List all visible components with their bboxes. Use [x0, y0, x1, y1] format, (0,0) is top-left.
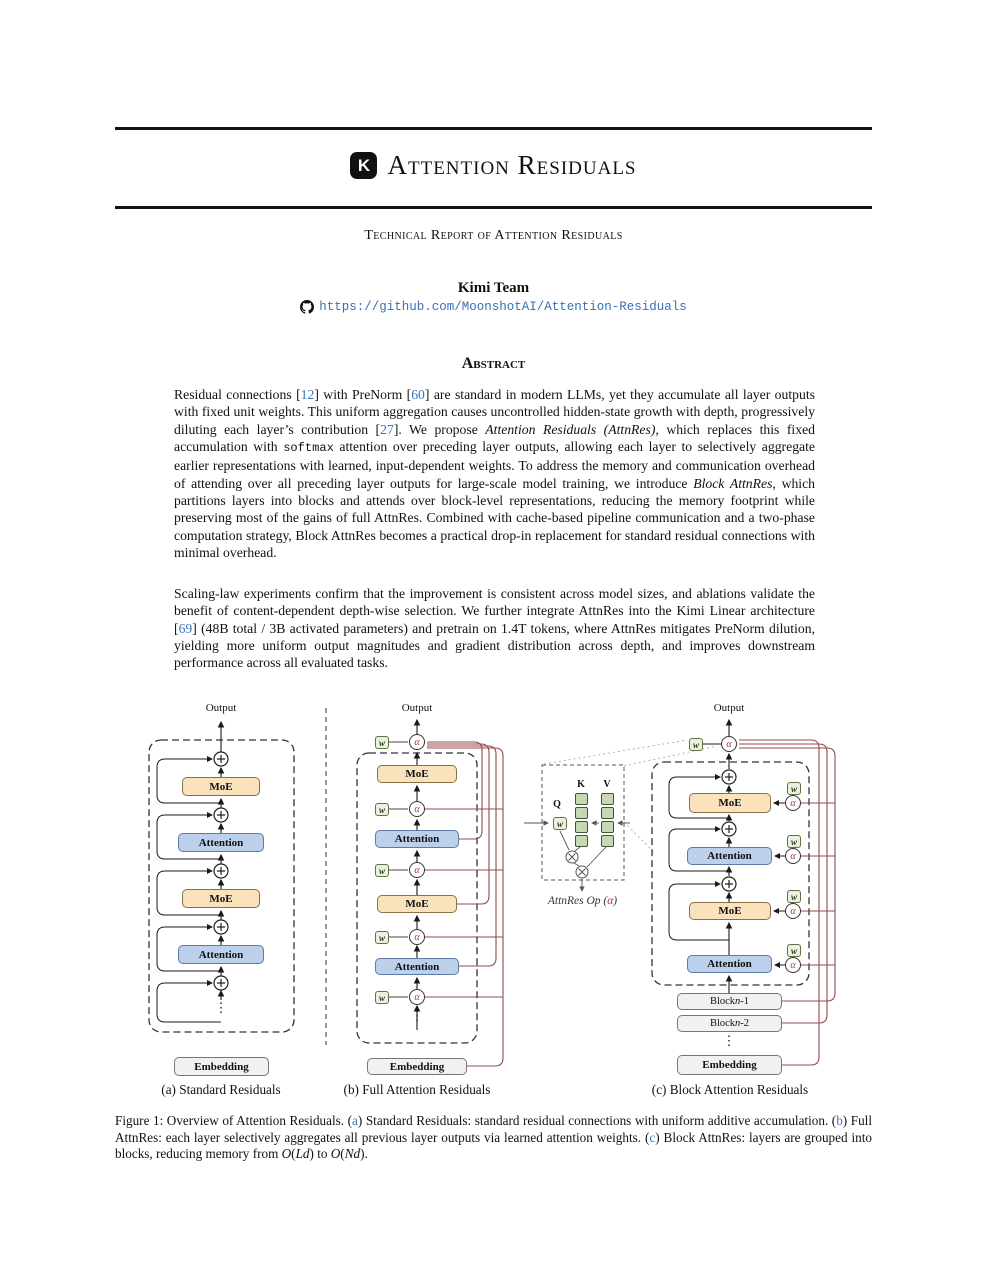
- panel-c-alpha-op-top: α: [721, 736, 737, 752]
- abstract-paragraph-2: Scaling-law experiments confirm that the…: [174, 586, 815, 671]
- figure-connectors: [148, 708, 836, 1067]
- value-cell: [601, 835, 614, 847]
- panel-a-ellipsis: ⋮: [214, 1000, 228, 1015]
- value-cell: [601, 821, 614, 833]
- panel-b-attention-1: Attention: [375, 830, 459, 848]
- panel-b-w-chip-3: w: [375, 931, 389, 944]
- panel-b-caption: (b) Full Attention Residuals: [343, 1082, 491, 1097]
- title-row: K Attention Residuals: [0, 150, 987, 181]
- panel-c-w-chip-top: w: [689, 738, 703, 751]
- panel-c-add-nodes: [721, 769, 737, 892]
- paper-title: Attention Residuals: [387, 150, 637, 180]
- panel-b-residual-lines: [425, 741, 504, 1067]
- panel-c-ellipsis: ⋮: [722, 1033, 736, 1048]
- bottom-title-rule: [115, 206, 872, 209]
- panel-b-alpha-op-4: α: [409, 989, 425, 1005]
- panel-c-dashed-box: [651, 761, 810, 986]
- figure-1: Output MoE Attention MoE Attention ⋮ Emb…: [112, 700, 876, 1112]
- figure-1-caption: Figure 1: Overview of Attention Residual…: [115, 1113, 872, 1162]
- panel-c-attention-2: Attention: [687, 955, 772, 973]
- panel-b-output-label: Output: [401, 702, 433, 714]
- panel-c-output-label: Output: [713, 702, 745, 714]
- panel-c-block-n2: Block n-2: [677, 1015, 782, 1032]
- panel-c-alpha-op-2: α: [785, 848, 801, 864]
- zoom-callout-lines: [543, 739, 718, 853]
- panel-c-alpha-op-1: α: [785, 795, 801, 811]
- key-cell: [575, 793, 588, 805]
- key-cell: [575, 821, 588, 833]
- panel-c-attention-1: Attention: [687, 847, 772, 865]
- panel-b-alpha-op-top: α: [409, 734, 425, 750]
- panel-c-embedding: Embedding: [677, 1055, 782, 1075]
- panel-c-caption: (c) Block Attention Residuals: [651, 1082, 809, 1097]
- panel-b-moe-1: MoE: [377, 765, 457, 783]
- panel-c-alpha-op-3: α: [785, 903, 801, 919]
- query-w-chip: w: [553, 817, 567, 830]
- panel-c-alpha-to-layer: [703, 743, 785, 968]
- repo-row: https://github.com/MoonshotAI/Attention-…: [0, 300, 987, 314]
- panel-c-block-n1: Block n-1: [677, 993, 782, 1010]
- panel-b-w-chip-1: w: [375, 803, 389, 816]
- key-label: K: [577, 779, 585, 790]
- panel-c-alpha-op-4: α: [785, 957, 801, 973]
- panel-b-alpha-op-3: α: [409, 929, 425, 945]
- key-cell: [575, 807, 588, 819]
- value-label: V: [603, 779, 611, 790]
- panel-a-caption: (a) Standard Residuals: [161, 1082, 281, 1097]
- panel-b-moe-2: MoE: [377, 895, 457, 913]
- panel-c-w-chip-3: w: [787, 890, 801, 903]
- panel-b-ellipsis: ⋮: [410, 1008, 424, 1023]
- panel-a-embedding: Embedding: [174, 1057, 269, 1076]
- panel-a-moe-1: MoE: [182, 777, 260, 796]
- panel-c-w-chip-4: w: [787, 944, 801, 957]
- abstract-paragraph-1: Residual connections [12] with PreNorm […: [174, 387, 816, 561]
- attnres-op-caption: AttnRes Op (α): [547, 895, 618, 907]
- panel-b-attention-2: Attention: [375, 958, 459, 975]
- panel-b-alpha-op-1: α: [409, 801, 425, 817]
- value-cell: [601, 793, 614, 805]
- key-cell: [575, 835, 588, 847]
- panel-b-embedding: Embedding: [367, 1058, 467, 1075]
- panel-c-moe-1: MoE: [689, 793, 771, 813]
- panel-c-moe-2: MoE: [689, 902, 771, 920]
- top-rule: [115, 127, 872, 130]
- panel-b-w-links: [389, 741, 408, 998]
- multiply-nodes: [565, 850, 589, 879]
- paper-subtitle: Technical Report of Attention Residuals: [364, 228, 623, 243]
- query-label: Q: [553, 799, 561, 810]
- attnres-op-lines: [524, 820, 630, 892]
- value-cell: [601, 807, 614, 819]
- panel-b-w-chip-4: w: [375, 991, 389, 1004]
- author-name: Kimi Team: [457, 280, 530, 296]
- panel-c-w-chip-1: w: [787, 782, 801, 795]
- github-icon: [300, 300, 315, 314]
- panel-b-w-chip-top: w: [375, 736, 389, 749]
- panel-a-output-label: Output: [205, 702, 237, 714]
- panel-a-attention-1: Attention: [178, 833, 264, 852]
- panel-b-w-chip-2: w: [375, 864, 389, 877]
- panel-a-skip-connections: [156, 756, 221, 1023]
- kimi-logo-icon: K: [350, 152, 378, 179]
- panel-a-moe-2: MoE: [182, 889, 260, 908]
- panel-c-skip-connections: [668, 774, 729, 941]
- abstract-heading: Abstract: [461, 355, 526, 372]
- repo-link[interactable]: https://github.com/MoonshotAI/Attention-…: [319, 300, 687, 314]
- panel-c-w-chip-2: w: [787, 835, 801, 848]
- panel-a-add-nodes: [213, 751, 229, 991]
- panel-a-attention-2: Attention: [178, 945, 264, 964]
- attnres-op-inset-box: [541, 764, 625, 881]
- panel-c-residual-lines: [739, 739, 836, 1066]
- panel-b-alpha-op-2: α: [409, 862, 425, 878]
